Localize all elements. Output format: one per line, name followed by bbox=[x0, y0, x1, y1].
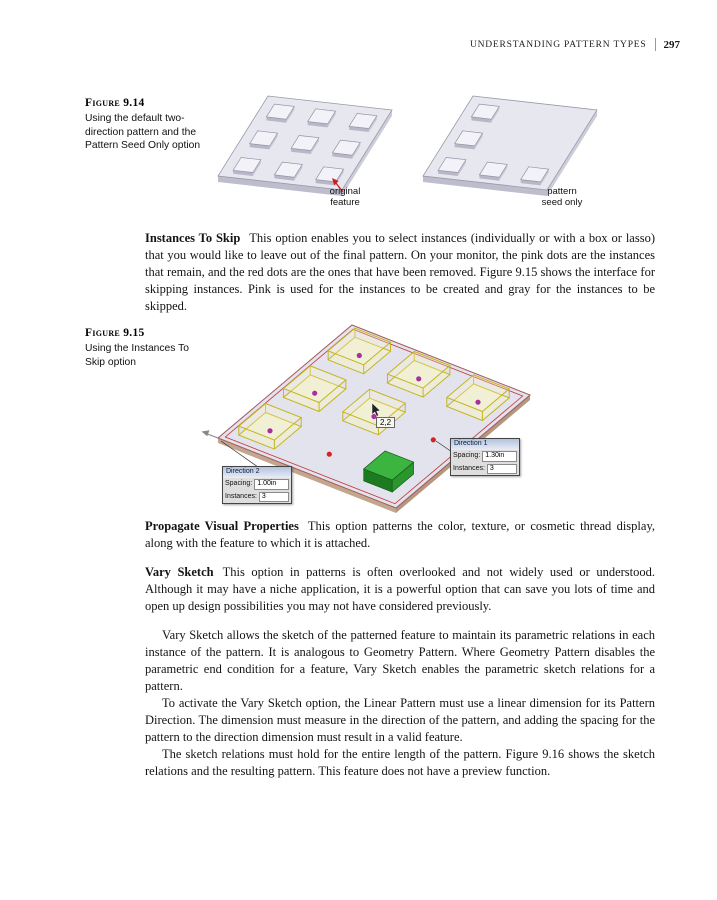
figure-9-15-caption: Figure 9.15 Using the Instances To Skip … bbox=[85, 327, 197, 369]
spacing-label: Spacing: bbox=[453, 451, 481, 459]
figure-9-14-label: Figure 9.14 bbox=[85, 97, 145, 109]
figure-9-14-description: Using the default two-direction pattern … bbox=[85, 113, 201, 152]
instance-index-tooltip: 2,2 bbox=[376, 417, 396, 428]
callout-row: Instances: 3 bbox=[451, 463, 519, 476]
page-number: 297 bbox=[663, 38, 681, 51]
callout-direction-1-title: Direction 1 bbox=[451, 439, 519, 450]
runin-heading-instances-to-skip: Instances To Skip bbox=[145, 231, 241, 245]
callout-direction-2-title: Direction 2 bbox=[223, 467, 291, 478]
callout-direction-1: Direction 1 Spacing: 1.30in Instances: 3 bbox=[450, 438, 520, 477]
callout-row: Instances: 3 bbox=[223, 491, 291, 504]
figure-9-15-description: Using the Instances To Skip option bbox=[85, 343, 189, 368]
instances-label: Instances: bbox=[225, 492, 257, 500]
figure-9-15-art: 2,2 Direction 1 Spacing: 1.30in Instance… bbox=[200, 320, 545, 515]
figure-9-14-art: original feature pattern seed only bbox=[210, 88, 670, 223]
callout-direction-2: Direction 2 Spacing: 1.00in Instances: 3 bbox=[222, 466, 292, 505]
instances-label: Instances: bbox=[453, 464, 485, 472]
spacing-value-field: 1.00in bbox=[254, 478, 289, 490]
pattern-plates-drawing bbox=[217, 95, 598, 196]
spacing-label: Spacing: bbox=[225, 479, 253, 487]
paragraph-vary-sketch-2: Vary Sketch allows the sketch of the pat… bbox=[145, 628, 655, 693]
page-header: UNDERSTANDING PATTERN TYPES 297 bbox=[470, 38, 680, 51]
figure-9-15-label: Figure 9.15 bbox=[85, 327, 145, 339]
annotation-original-feature-line2: feature bbox=[330, 197, 360, 208]
paragraph-vary-sketch-3: To activate the Vary Sketch option, the … bbox=[145, 696, 655, 744]
figure-9-14-illustration: original feature pattern seed only bbox=[217, 95, 598, 208]
annotation-pattern-seed-only-line2: seed only bbox=[542, 197, 583, 208]
paragraph-vary-sketch-4: The sketch relations must hold for the e… bbox=[145, 747, 655, 778]
figure-9-14-caption: Figure 9.14 Using the default two-direct… bbox=[85, 97, 207, 153]
instances-value-field: 3 bbox=[258, 491, 289, 503]
spacing-value-field: 1.30in bbox=[482, 450, 517, 462]
paragraph-body: This option in patterns is often overloo… bbox=[145, 565, 655, 613]
runin-heading-propagate: Propagate Visual Properties bbox=[145, 519, 299, 533]
annotation-original-feature: original bbox=[330, 186, 361, 197]
instances-value-field: 3 bbox=[486, 463, 517, 475]
header-divider bbox=[654, 38, 656, 51]
runin-heading-vary-sketch: Vary Sketch bbox=[145, 565, 214, 579]
callout-row: Spacing: 1.00in bbox=[223, 478, 291, 491]
paragraph-body: This option enables you to select instan… bbox=[145, 231, 655, 313]
paragraph-body: This option patterns the color, texture,… bbox=[145, 519, 656, 550]
running-head: UNDERSTANDING PATTERN TYPES bbox=[469, 39, 647, 50]
annotation-pattern-seed-only: pattern bbox=[547, 186, 577, 197]
callout-row: Spacing: 1.30in bbox=[451, 450, 519, 463]
